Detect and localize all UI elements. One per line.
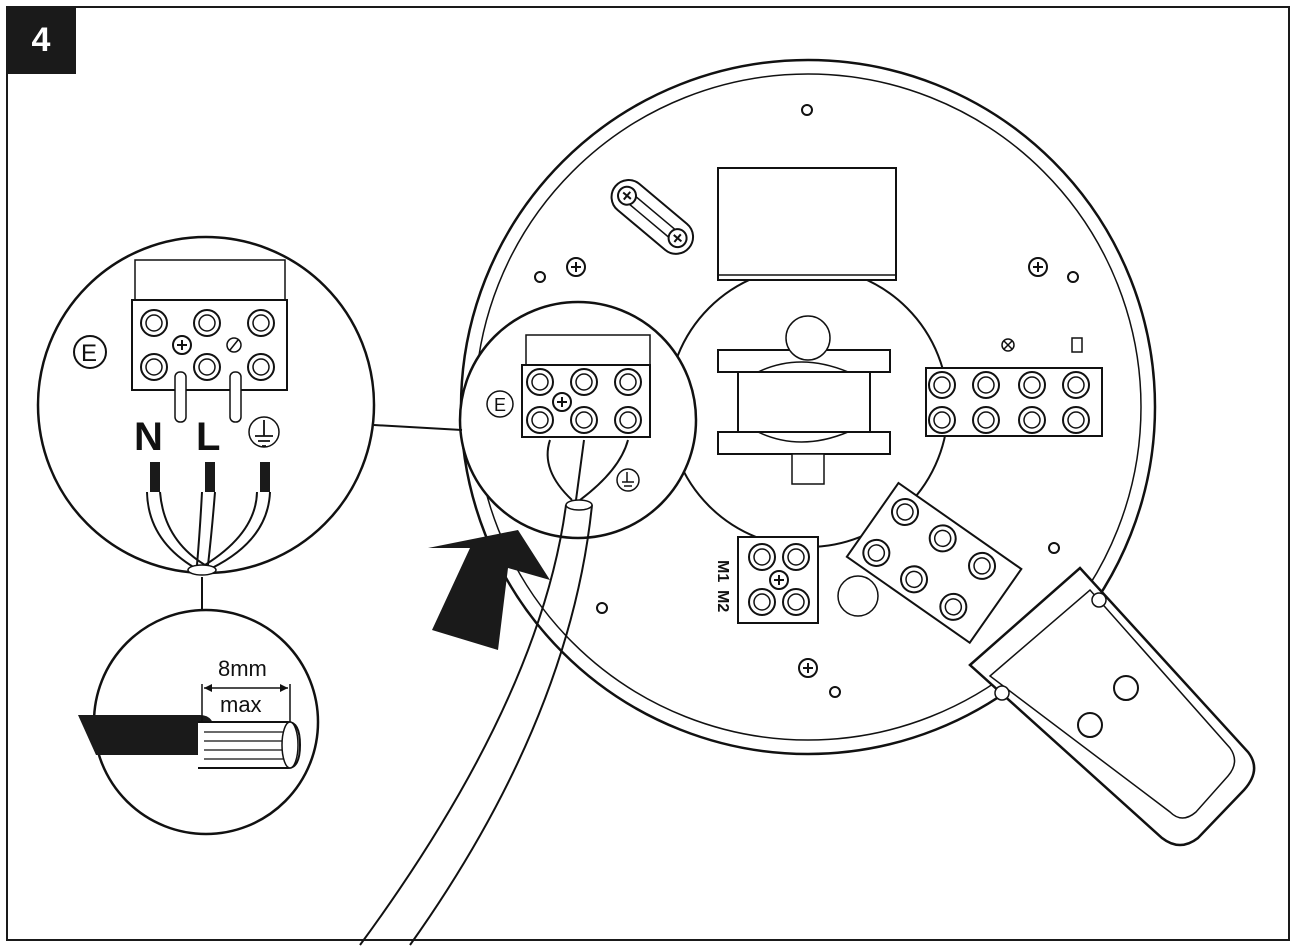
step-number-badge: 4 — [6, 6, 76, 74]
neutral-label: N — [134, 415, 163, 459]
strip-max-label: max — [220, 692, 262, 717]
mains-cable — [359, 499, 593, 946]
earth-label: E — [81, 340, 97, 367]
earth-ground-icon — [248, 416, 280, 448]
earth-label-small: E — [494, 395, 506, 415]
insert-arrow — [428, 530, 550, 650]
cable-housing — [968, 566, 1256, 847]
terminal-block-right — [925, 337, 1103, 437]
motor-label-m1: M1 — [714, 560, 731, 582]
motor-label-m2: M2 — [714, 590, 731, 612]
strip-length-label: 8mm — [218, 656, 267, 681]
zoom-connector-line — [373, 424, 463, 431]
zoom-terminal-wiring: E N L — [36, 235, 376, 576]
diagram-frame — [6, 6, 1290, 941]
base-terminal-magnifier: E — [458, 300, 698, 540]
terminal-block-diagonal — [845, 481, 1023, 645]
motor-terminal-block: M1 M2 — [714, 536, 819, 624]
zoom-strip-length: 8mm max — [78, 608, 320, 836]
live-label: L — [196, 415, 220, 459]
